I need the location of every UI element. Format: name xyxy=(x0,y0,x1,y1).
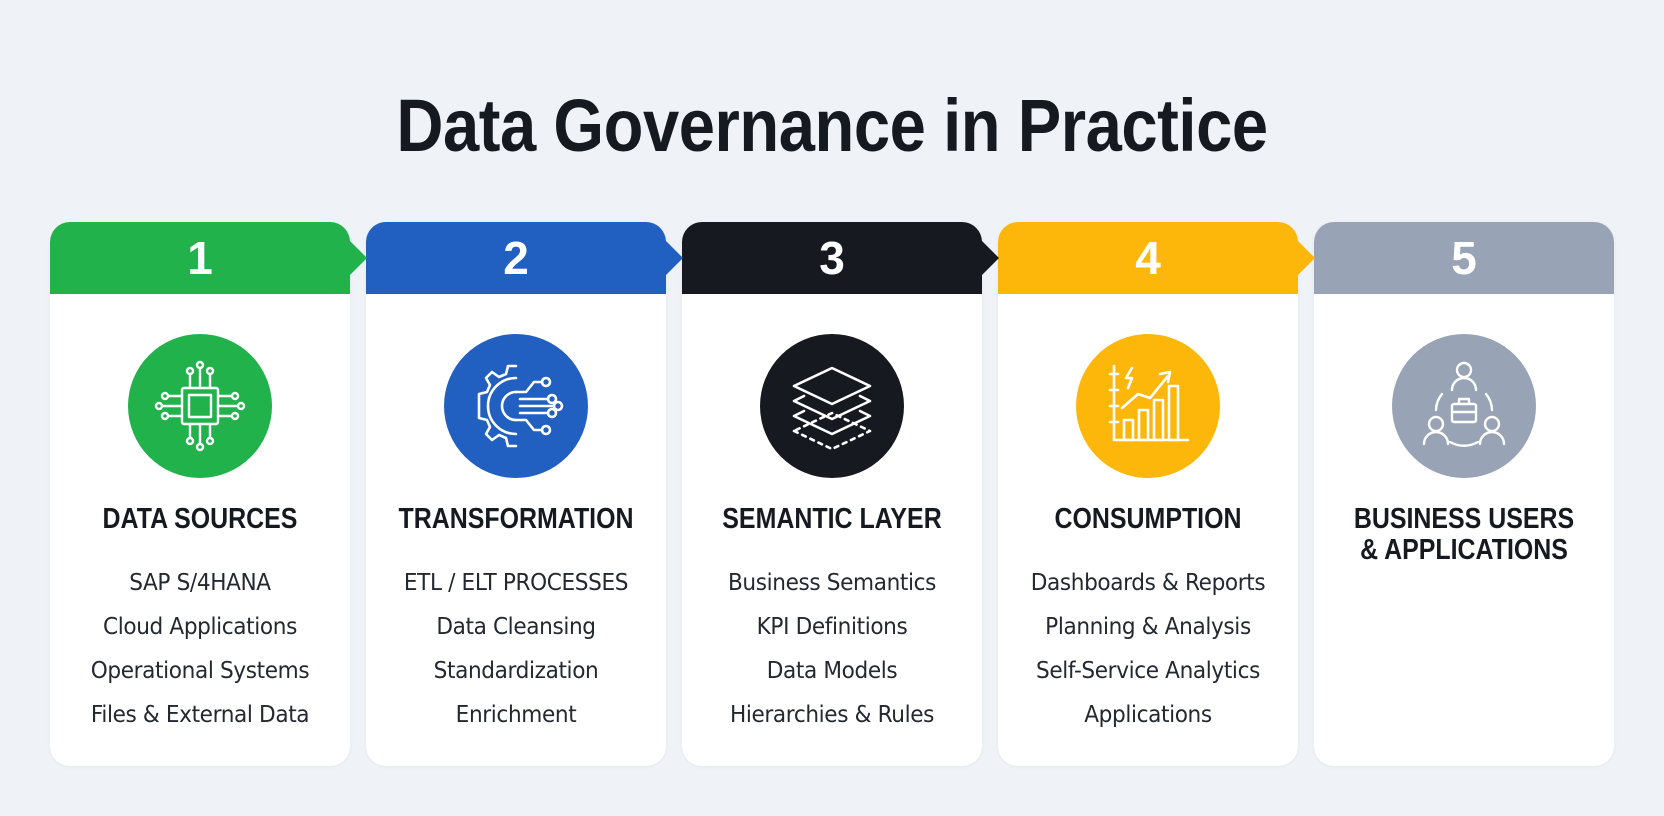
step-arrow xyxy=(349,240,367,276)
step-card-business-users: 5 BUSINESS USERS & APPLICATIONS xyxy=(1314,222,1614,766)
step-arrow xyxy=(981,240,999,276)
step-item: Data Models xyxy=(766,658,898,684)
step-title-line: & APPLICATIONS xyxy=(1360,534,1568,566)
step-item-list: ETL / ELT PROCESSES Data Cleansing Stand… xyxy=(366,561,666,737)
bar-chart-growth-icon xyxy=(1108,364,1190,442)
step-header xyxy=(1314,222,1614,294)
step-item-list: Business Semantics KPI Definitions Data … xyxy=(682,561,982,737)
step-item: ETL / ELT PROCESSES xyxy=(403,570,629,596)
step-item: Self-Service Analytics xyxy=(1036,658,1260,684)
gear-circuit-icon xyxy=(477,364,564,448)
step-number: 4 xyxy=(1135,232,1161,284)
step-item: Dashboards & Reports xyxy=(1030,570,1266,596)
step-title-line: BUSINESS USERS xyxy=(1353,503,1575,535)
step-header xyxy=(682,222,982,294)
step-item: KPI Definitions xyxy=(756,614,908,640)
step-number: 5 xyxy=(1451,232,1477,284)
step-item: Operational Systems xyxy=(90,658,310,684)
step-item: Planning & Analysis xyxy=(1045,614,1251,640)
users-network-icon xyxy=(1422,361,1506,447)
step-item: Business Semantics xyxy=(727,570,937,596)
step-item: SAP S/4HANA xyxy=(129,570,271,596)
step-title: CONSUMPTION xyxy=(1054,503,1242,535)
step-title: BUSINESS USERS & APPLICATIONS xyxy=(1342,504,1586,566)
step-number: 3 xyxy=(819,232,845,284)
step-icon-circle xyxy=(1392,334,1536,478)
cpu-chip-icon xyxy=(154,360,246,452)
step-card-semantic-layer: 3 SEMANTIC LAYER Business Semantics KPI … xyxy=(682,222,999,766)
step-item-list: Dashboards & Reports Planning & Analysis… xyxy=(998,561,1298,737)
step-item-list: SAP S/4HANA Cloud Applications Operation… xyxy=(50,561,350,737)
step-header xyxy=(366,222,666,294)
step-card-data-sources: 1 DATA SOURCES SAP S/4HANA Cloud Applica… xyxy=(50,222,367,766)
step-item: Data Cleansing xyxy=(436,614,596,640)
step-title: TRANSFORMATION xyxy=(398,503,634,535)
step-icon-circle xyxy=(128,334,272,478)
step-card-consumption: 4 CONSUMPTION Dashboards & Reports Plann… xyxy=(998,222,1315,766)
step-item: Files & External Data xyxy=(90,702,310,728)
step-arrow xyxy=(665,240,683,276)
step-header xyxy=(998,222,1298,294)
page-title: Data Governance in Practice xyxy=(396,84,1268,167)
step-item: Applications xyxy=(1084,702,1212,728)
step-arrow xyxy=(1297,240,1315,276)
step-item: Hierarchies & Rules xyxy=(729,702,935,728)
step-item: Standardization xyxy=(433,658,599,684)
layers-icon xyxy=(792,366,872,451)
step-title: SEMANTIC LAYER xyxy=(722,503,942,535)
step-item: Cloud Applications xyxy=(103,614,297,640)
step-number: 1 xyxy=(187,232,213,284)
step-card-transformation: 2 TRANSFORMATION ETL / ELT PROCESSES Dat… xyxy=(366,222,683,766)
step-header xyxy=(50,222,350,294)
step-icon-circle xyxy=(444,334,588,478)
step-item: Enrichment xyxy=(455,702,577,728)
step-icon-circle xyxy=(760,334,904,478)
step-title: DATA SOURCES xyxy=(102,503,298,535)
step-number: 2 xyxy=(503,232,529,284)
step-icon-circle xyxy=(1076,334,1220,478)
